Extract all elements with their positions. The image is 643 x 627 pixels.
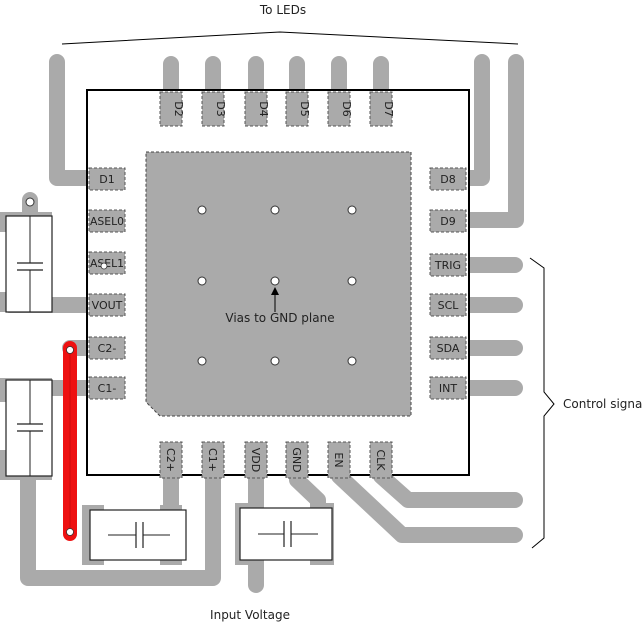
pad-d8: D8 — [429, 167, 467, 191]
pad-asel1: ASEL1 — [88, 251, 126, 275]
svg-text:SDA: SDA — [437, 342, 460, 355]
svg-text:CLK: CLK — [374, 449, 387, 471]
via — [347, 205, 357, 215]
svg-text:ASEL0: ASEL0 — [90, 215, 124, 228]
pad-c1minus: C1- — [88, 376, 126, 400]
pad-d9: D9 — [429, 209, 467, 233]
svg-text:SCL: SCL — [438, 299, 460, 312]
trace-c1plus — [20, 452, 221, 586]
to-leds-label: To LEDs — [259, 3, 306, 17]
pads-bottom: C2+ C1+ VDD GND EN CLK — [159, 441, 393, 479]
ground-pad — [145, 151, 412, 417]
to-leds-brace — [61, 31, 519, 45]
pad-c2plus: C2+ — [159, 441, 183, 479]
via — [197, 276, 207, 286]
svg-text:D5: D5 — [298, 101, 311, 116]
svg-text:D7: D7 — [382, 101, 395, 116]
cap-bottom-left — [82, 505, 187, 565]
via — [197, 356, 207, 366]
pad-en: EN — [327, 441, 351, 479]
svg-text:C2-: C2- — [98, 342, 117, 355]
pad-gnd: GND — [285, 441, 309, 479]
via — [347, 356, 357, 366]
via — [347, 276, 357, 286]
svg-text:C1-: C1- — [98, 382, 117, 395]
pad-scl: SCL — [429, 293, 467, 317]
pad-int: INT — [429, 376, 467, 400]
pad-vout: VOUT — [88, 293, 126, 317]
svg-text:D2: D2 — [172, 101, 185, 116]
svg-text:D1: D1 — [99, 173, 114, 186]
pad-vdd: VDD — [244, 441, 268, 479]
svg-text:VDD: VDD — [249, 448, 262, 472]
control-signals-annotation: Control signals — [529, 257, 643, 549]
svg-text:C1+: C1+ — [206, 448, 219, 472]
via — [270, 356, 280, 366]
pad-d1: D1 — [88, 167, 126, 191]
vias-label: Vias to GND plane — [225, 311, 334, 325]
cap-left-lower — [0, 378, 53, 480]
pad-clk: CLK — [369, 441, 393, 479]
pad-c2minus: C2- — [88, 336, 126, 360]
flying-cap-link — [63, 341, 77, 541]
svg-text:D8: D8 — [440, 173, 455, 186]
to-leds-annotation: To LEDs — [61, 3, 519, 45]
vias — [25, 197, 357, 366]
cap-left-upper — [0, 212, 53, 313]
svg-text:D3: D3 — [214, 101, 227, 116]
cap-bottom-right — [235, 503, 334, 565]
input-voltage-label: Input Voltage — [210, 608, 290, 622]
via — [270, 205, 280, 215]
svg-text:EN: EN — [332, 452, 345, 467]
svg-text:VOUT: VOUT — [92, 299, 123, 312]
pad-trig: TRIG — [429, 253, 467, 277]
control-signals-label: Control signals — [563, 397, 643, 411]
pad-d5: D5 — [285, 91, 311, 127]
pad-c1plus: C1+ — [201, 441, 225, 479]
pad-sda: SDA — [429, 336, 467, 360]
pads-right: D8 D9 TRIG SCL SDA INT — [429, 167, 467, 400]
pad-d6: D6 — [327, 91, 353, 127]
svg-text:C2+: C2+ — [164, 448, 177, 472]
pad-d3: D3 — [201, 91, 227, 127]
pad-d4: D4 — [244, 91, 270, 127]
pad-d7: D7 — [369, 91, 395, 127]
pad-asel0: ASEL0 — [88, 209, 126, 233]
svg-text:D4: D4 — [257, 101, 270, 116]
svg-text:INT: INT — [439, 382, 457, 395]
svg-text:D6: D6 — [340, 101, 353, 116]
pads-left: D1 ASEL0 ASEL1 VOUT C2- C1- — [88, 167, 126, 400]
via — [25, 197, 35, 207]
via — [270, 276, 280, 286]
control-signals-brace — [529, 257, 555, 549]
pads-top: D2 D3 D4 D5 D6 D7 — [159, 91, 395, 127]
svg-text:ASEL1: ASEL1 — [90, 257, 124, 270]
svg-text:D9: D9 — [440, 215, 455, 228]
svg-text:TRIG: TRIG — [434, 259, 461, 272]
pad-d2: D2 — [159, 91, 185, 127]
svg-text:GND: GND — [290, 447, 303, 472]
via — [197, 205, 207, 215]
